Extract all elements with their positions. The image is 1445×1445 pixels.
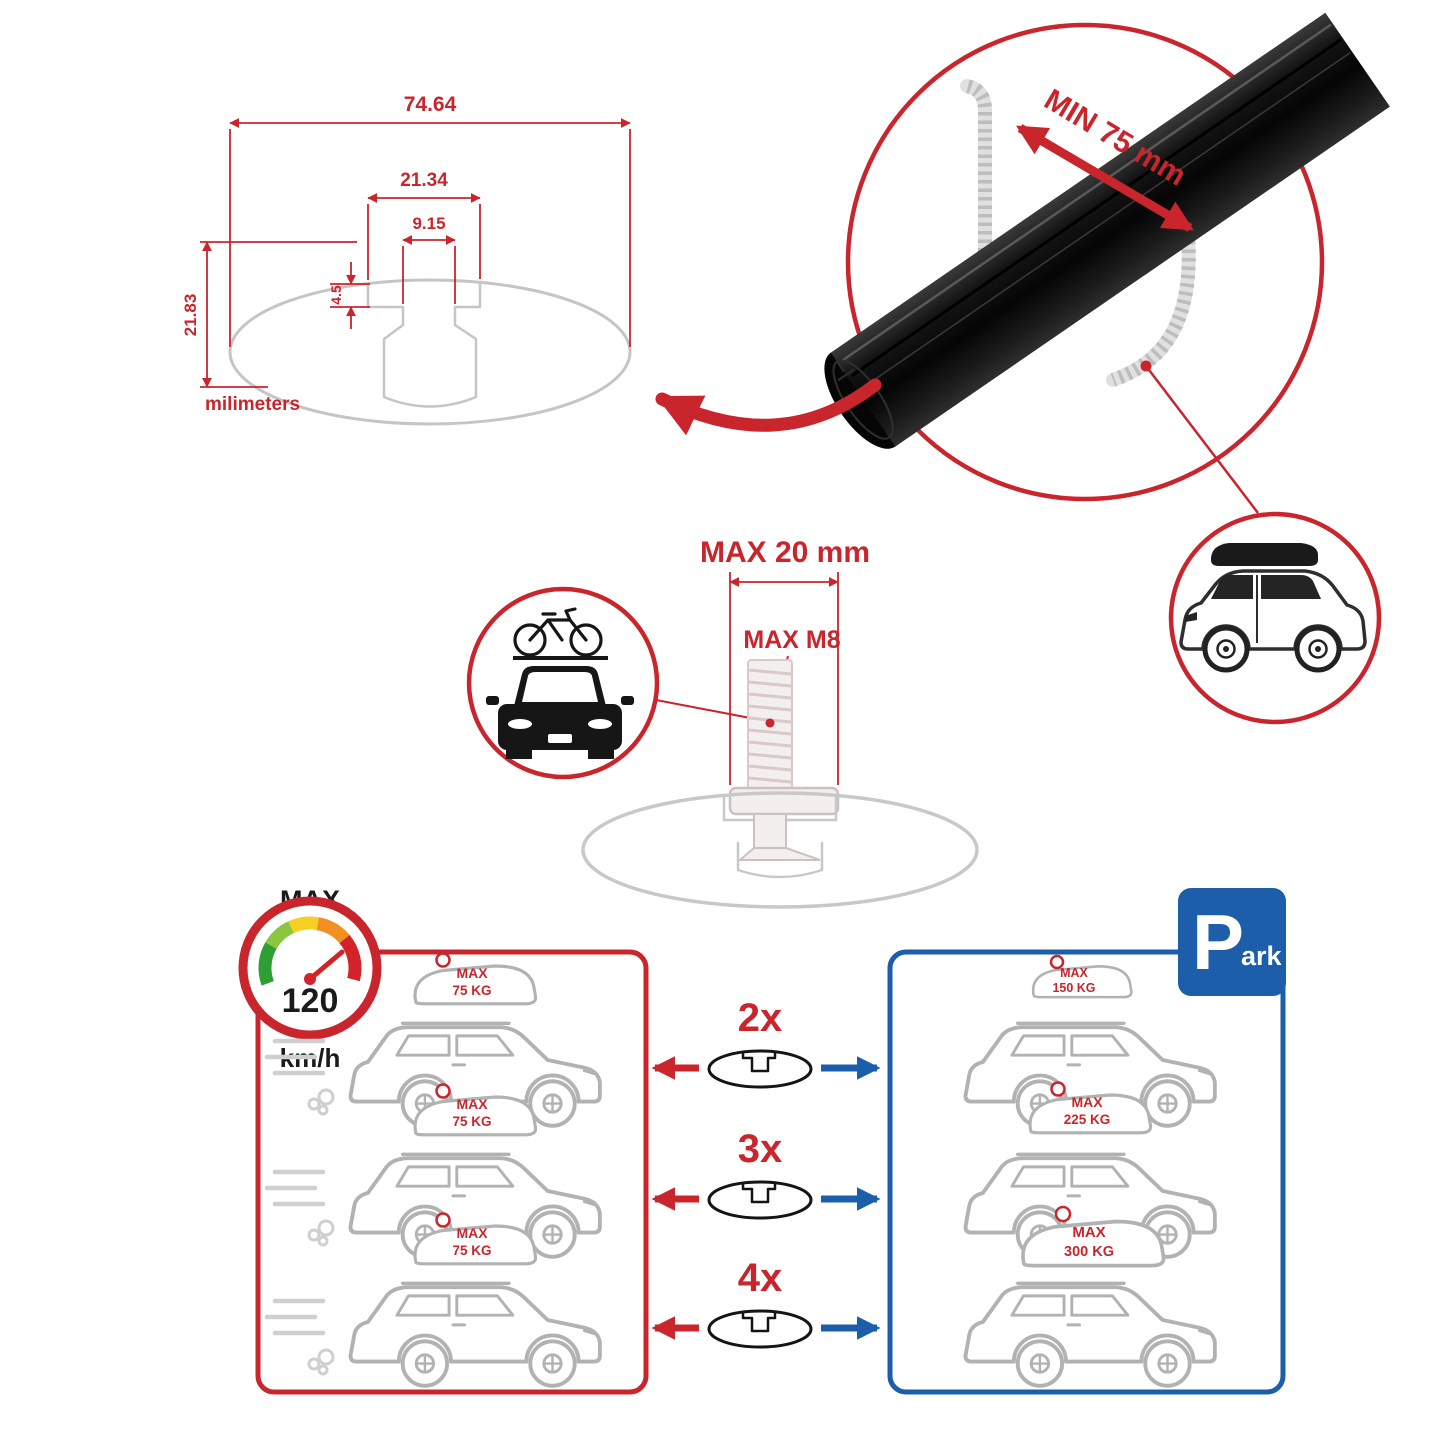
left-car-row: MAX 75 KG: [264, 1083, 602, 1259]
dim-label-lip-depth: 4.5: [328, 285, 344, 305]
load-value: 75 KG: [452, 1114, 491, 1129]
zoom-circle: [845, 22, 1325, 502]
leader-line-to-suv: [1145, 365, 1259, 514]
min-distance-arrow-icon: [1016, 124, 1194, 232]
exhaust-icon: [307, 1348, 335, 1376]
suv-roofbox-badge: [1168, 511, 1382, 725]
bolt-max-length-label: MAX 20 mm: [700, 536, 870, 569]
load-label: MAX: [456, 1225, 488, 1241]
load-label: MAX: [456, 965, 488, 981]
crossbar-3d-icon: [824, 12, 1390, 449]
right-car-row: MAX 150 KG: [963, 954, 1217, 1128]
park-sign-suffix: ark: [1241, 941, 1283, 971]
motion-lines-icon: [264, 1169, 326, 1207]
crossbar-cross-section-icon: [707, 1049, 813, 1089]
exhaust-icon: [307, 1088, 335, 1116]
curved-arrow-to-drawing: [655, 378, 882, 436]
park-sign-letter: P: [1192, 898, 1244, 986]
box-handle-icon: [1050, 1081, 1066, 1097]
dimension-total-width: [229, 118, 631, 347]
load-value: 300 KG: [1064, 1244, 1114, 1260]
bolt-dimension-section: MAX 20 mm MAX M8: [581, 536, 979, 909]
load-value: 150 KG: [1052, 981, 1095, 995]
bolt-width-dimension: [729, 572, 839, 785]
curved-arrow-icon: [655, 378, 882, 436]
load-label: MAX: [456, 1096, 488, 1112]
t-slot-profile-lines: [366, 283, 482, 408]
profile-ellipse-ghost: [581, 791, 979, 909]
crossbar-profile-ellipse: [228, 278, 632, 426]
multiplier-row: 4x: [651, 1256, 881, 1349]
dimension-slot-inner: [402, 235, 456, 304]
motion-lines-icon: [264, 1298, 326, 1336]
right-car-row: MAX 300 KG: [963, 1205, 1217, 1388]
profile-dimension-drawing: 74.64 21.34 9.15 4.5 21.83: [181, 93, 632, 426]
multiplier-row: 2x: [651, 996, 881, 1089]
right-car-row: MAX 225 KG: [963, 1081, 1217, 1259]
dimension-slot-outer: [367, 193, 481, 280]
dim-label-slot-inner: 9.15: [412, 214, 445, 233]
thread-dot: [765, 718, 775, 728]
box-handle-icon: [1049, 954, 1065, 970]
load-label: MAX: [1071, 1094, 1103, 1110]
left-car-row: MAX 75 KG: [264, 1212, 602, 1388]
load-value: 225 KG: [1064, 1112, 1111, 1127]
u-bolt-clamp-icon: [960, 79, 1196, 387]
box-handle-icon: [435, 1212, 451, 1228]
load-value: 75 KG: [452, 983, 491, 998]
bolt-max-thread-label: MAX M8: [743, 626, 840, 654]
units-label: milimeters: [205, 394, 300, 415]
load-label: MAX: [1060, 966, 1088, 980]
speed-value: 120: [282, 982, 339, 1020]
park-sign: P ark: [1178, 888, 1286, 996]
multiplier-label: 3x: [738, 1127, 783, 1171]
dimension-total-height: [200, 241, 357, 388]
speedometer-icon: 120: [238, 896, 382, 1040]
dim-label-slot-outer: 21.34: [400, 170, 448, 191]
dim-label-total-height: 21.83: [181, 294, 200, 337]
motion-lines-icon: [264, 1038, 326, 1076]
load-comparison-section: MAX 120 km/h MAX 75 KG: [238, 885, 1286, 1395]
multiplier-label: 4x: [738, 1256, 783, 1300]
exhaust-icon: [307, 1219, 335, 1247]
left-car-row: MAX 75 KG: [264, 952, 602, 1128]
box-handle-icon: [435, 1083, 451, 1099]
box-handle-icon: [435, 952, 451, 968]
load-value: 75 KG: [452, 1243, 491, 1258]
dim-label-total-width: 74.64: [404, 93, 457, 116]
multiplier-row: 3x: [651, 1127, 881, 1220]
bike-on-car-badge: [466, 586, 660, 780]
multiplier-label: 2x: [738, 996, 783, 1040]
load-label: MAX: [1072, 1224, 1105, 1241]
crossbar-cross-section-icon: [707, 1180, 813, 1220]
multi-bar-panel: [887, 949, 1286, 1395]
bolt-icon: [728, 659, 840, 861]
bike-on-car-icon: [486, 607, 634, 759]
box-handle-icon: [1054, 1205, 1072, 1223]
suv-with-roofbox-icon: [1179, 543, 1367, 673]
dimension-lip-depth: [330, 262, 370, 329]
crossbar-cross-section-icon: [707, 1309, 813, 1349]
